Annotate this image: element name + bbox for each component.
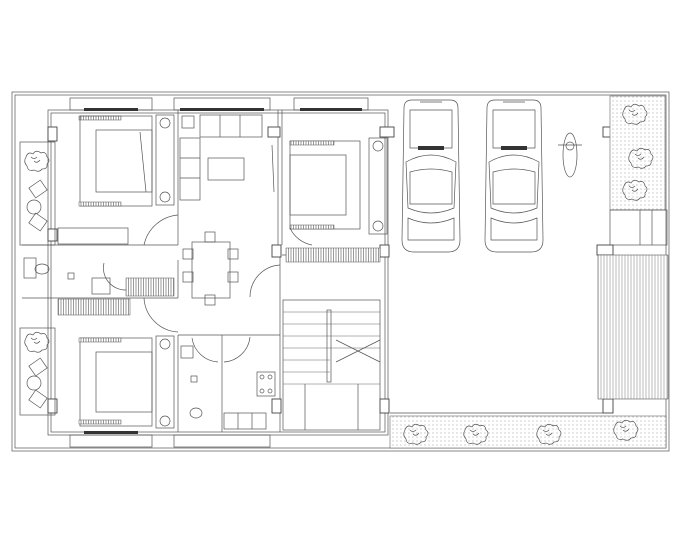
balcony-top bbox=[19, 141, 56, 246]
bed bbox=[289, 140, 361, 230]
bed bbox=[79, 337, 153, 427]
car-1 bbox=[401, 99, 461, 253]
tv-unit bbox=[271, 144, 275, 193]
bed bbox=[79, 115, 153, 207]
staircase bbox=[282, 299, 381, 431]
parking-area bbox=[390, 99, 603, 414]
living-room bbox=[143, 114, 275, 246]
wardrobe bbox=[155, 114, 175, 206]
coffee-table bbox=[207, 157, 245, 181]
washbasin-icon bbox=[180, 345, 194, 359]
wardrobe bbox=[155, 335, 175, 429]
bathroom-left bbox=[23, 257, 175, 316]
bed-pillow-rail bbox=[78, 115, 122, 121]
stove-icon bbox=[256, 371, 276, 397]
dining-table bbox=[191, 241, 231, 299]
toilet-icon bbox=[189, 407, 203, 419]
wardrobe bbox=[368, 137, 388, 235]
bedroom-bottom-left bbox=[78, 335, 175, 429]
sofa bbox=[199, 114, 263, 138]
kitchen-sink-counter bbox=[223, 412, 267, 430]
ramp bbox=[597, 254, 669, 400]
motorcycle-icon bbox=[558, 132, 582, 178]
bedroom-top-right bbox=[285, 137, 388, 263]
washbasin-icon bbox=[91, 277, 111, 295]
site-boundary-inner bbox=[14, 94, 667, 449]
door-swing bbox=[143, 214, 179, 246]
car-2 bbox=[484, 99, 544, 253]
planter-right bbox=[609, 95, 668, 246]
dining-area bbox=[143, 231, 281, 333]
sofa-side bbox=[179, 137, 201, 201]
wardrobe-sliding bbox=[57, 227, 129, 245]
toilet-icon bbox=[34, 263, 50, 275]
kitchen bbox=[223, 371, 276, 430]
balcony-bottom bbox=[19, 327, 56, 416]
planter-bottom bbox=[389, 415, 667, 449]
bathroom-center bbox=[180, 336, 251, 419]
site-boundary bbox=[11, 91, 670, 452]
bedroom-top-left bbox=[57, 114, 175, 245]
building-walls bbox=[22, 109, 389, 436]
wardrobe-sliding bbox=[285, 247, 381, 263]
side-table-icon bbox=[159, 117, 171, 129]
windows bbox=[69, 97, 369, 448]
structural-columns bbox=[47, 126, 614, 414]
bed-mattress bbox=[95, 129, 153, 193]
